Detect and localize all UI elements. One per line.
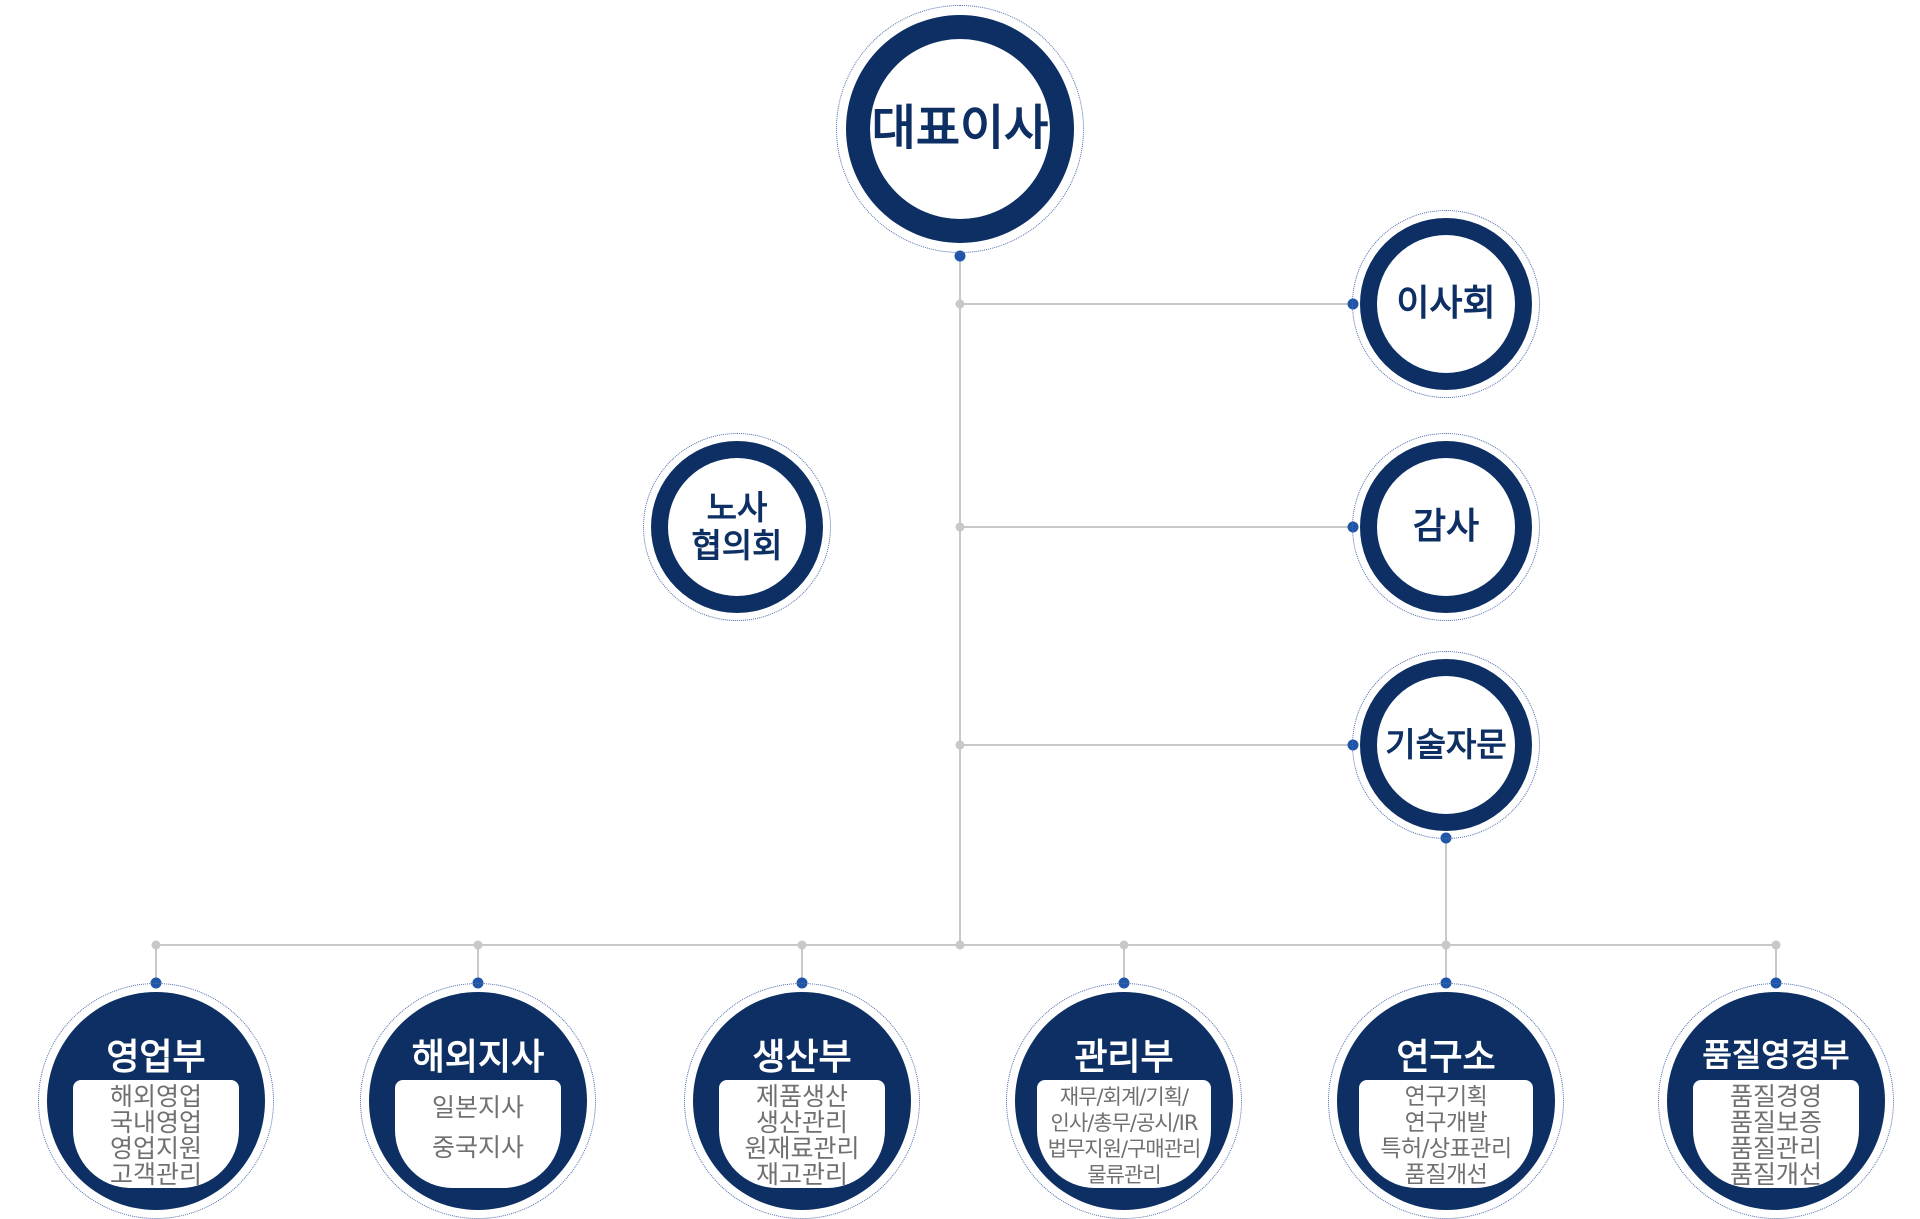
dept-item: 재무/회계/기획/: [1059, 1085, 1189, 1109]
advisory-title: 기술자문: [1385, 725, 1507, 765]
dept-node-sales: 영업부 해외영업 국내영업 영업지원 고객관리: [38, 983, 274, 1219]
dept-list-panel: [719, 1080, 885, 1188]
junction-dot: [151, 940, 161, 950]
audit-node-ring: [1352, 433, 1540, 621]
dept-item: 법무지원/구매관리: [1047, 1137, 1202, 1161]
dept-node-disc: 관리부 재무/회계/기획/ 인사/총무/공시/IR 법무지원/구매관리 물류관리: [1015, 992, 1233, 1210]
audit-node-disc: 감사: [1360, 441, 1532, 613]
dept-item: 품질개선: [1729, 1160, 1822, 1189]
dept-item: 물류관리: [1087, 1163, 1161, 1187]
dept-items: 제품생산 생산관리 원재료관리 재고관리: [693, 1084, 911, 1188]
labor-council-node: 노사 협의회: [643, 433, 831, 621]
dept-title: 해외지사: [411, 1037, 545, 1078]
dept-list-panel: [1037, 1080, 1211, 1188]
ceo-node-ring: [836, 5, 1084, 253]
dept-item: 생산관리: [755, 1108, 848, 1137]
advisory-node-disc: 기술자문: [1360, 659, 1532, 831]
board-node-inner: 이사회: [1377, 235, 1515, 373]
dept-item: 품질경영: [1729, 1082, 1822, 1111]
dept-item: 특허/상표관리: [1380, 1136, 1512, 1162]
ceo-node: 대표이사: [836, 5, 1084, 253]
dept-item: 국내영업: [109, 1108, 202, 1137]
dept-node-disc: 해외지사 일본지사 중국지사: [369, 992, 587, 1210]
dept-items: 일본지사 중국지사: [369, 1088, 587, 1168]
audit-node: 감사: [1352, 433, 1540, 621]
dept-item: 해외영업: [109, 1082, 202, 1111]
junction-dot: [797, 940, 807, 950]
junction-dot: [955, 299, 965, 309]
dept-item: 품질개선: [1404, 1162, 1488, 1188]
ceo-title: 대표이사: [871, 100, 1049, 157]
dept-item: 고객관리: [109, 1160, 202, 1189]
dept-item: 연구기획: [1404, 1084, 1488, 1110]
dept-title: 관리부: [1074, 1037, 1174, 1078]
labor-node-ring: [643, 433, 831, 621]
dept-list-panel: [1359, 1080, 1533, 1188]
dept-item: 재고관리: [755, 1160, 848, 1189]
advisory-node-inner: 기술자문: [1377, 676, 1515, 814]
dept-node-disc: 품질영경부 품질경영 품질보증 품질관리 품질개선: [1667, 992, 1885, 1210]
advisory-node-ring: [1352, 651, 1540, 839]
dept-node-management: 관리부 재무/회계/기획/ 인사/총무/공시/IR 법무지원/구매관리 물류관리: [1006, 983, 1242, 1219]
audit-node-inner: 감사: [1377, 458, 1515, 596]
dept-item: 품질보증: [1729, 1108, 1822, 1137]
ceo-node-disc: 대표이사: [846, 15, 1074, 243]
junction-dot: [955, 940, 965, 950]
dept-item: 중국지사: [431, 1133, 524, 1162]
junction-dot: [1119, 940, 1129, 950]
dept-item: 원재료관리: [744, 1134, 860, 1163]
audit-title: 감사: [1412, 506, 1480, 548]
dept-list-panel: [395, 1080, 561, 1188]
dept-title: 영업부: [106, 1037, 206, 1078]
anchor-dot: [954, 250, 966, 262]
advisory-node: 기술자문: [1352, 651, 1540, 839]
labor-title-line2: 협의회: [691, 526, 783, 565]
junction-dot: [1441, 940, 1451, 950]
board-node-ring: [1352, 210, 1540, 398]
junction-dot: [955, 522, 965, 532]
dept-item: 제품생산: [755, 1082, 848, 1111]
junction-dot: [473, 940, 483, 950]
dept-node-production: 생산부 제품생산 생산관리 원재료관리 재고관리: [684, 983, 920, 1219]
dept-items: 품질경영 품질보증 품질관리 품질개선: [1667, 1084, 1885, 1188]
dept-node-overseas-branch: 해외지사 일본지사 중국지사: [360, 983, 596, 1219]
dept-item: 품질관리: [1729, 1134, 1822, 1163]
dept-node-research-lab: 연구소 연구기획 연구개발 특허/상표관리 품질개선: [1328, 983, 1564, 1219]
labor-title: 노사 협의회: [691, 489, 782, 565]
dept-node-disc: 연구소 연구기획 연구개발 특허/상표관리 품질개선: [1337, 992, 1555, 1210]
board-node-disc: 이사회: [1360, 218, 1532, 390]
dept-title: 연구소: [1396, 1037, 1496, 1078]
dept-list-panel: [73, 1080, 239, 1188]
junction-dot: [1771, 940, 1781, 950]
dept-node-disc: 영업부 해외영업 국내영업 영업지원 고객관리: [47, 992, 265, 1210]
dept-item: 영업지원: [109, 1134, 202, 1163]
dept-list-panel: [1693, 1080, 1859, 1188]
dept-item: 일본지사: [431, 1093, 524, 1122]
dept-node-disc: 생산부 제품생산 생산관리 원재료관리 재고관리: [693, 992, 911, 1210]
board-title: 이사회: [1396, 283, 1496, 325]
dept-title: 품질영경부: [1702, 1036, 1850, 1074]
dept-items: 재무/회계/기획/ 인사/총무/공시/IR 법무지원/구매관리 물류관리: [1015, 1084, 1233, 1188]
dept-items: 해외영업 국내영업 영업지원 고객관리: [47, 1084, 265, 1188]
junction-dot: [955, 740, 965, 750]
labor-title-line1: 노사: [706, 488, 768, 528]
labor-node-disc: 노사 협의회: [651, 441, 823, 613]
board-node: 이사회: [1352, 210, 1540, 398]
dept-node-quality-management: 품질영경부 품질경영 품질보증 품질관리 품질개선: [1658, 983, 1894, 1219]
dept-item: 인사/총무/공시/IR: [1050, 1111, 1199, 1135]
labor-node-inner: 노사 협의회: [668, 458, 806, 596]
ceo-node-inner: 대표이사: [870, 39, 1050, 219]
dept-item: 연구개발: [1404, 1110, 1488, 1136]
dept-title: 생산부: [752, 1037, 852, 1078]
dept-items: 연구기획 연구개발 특허/상표관리 품질개선: [1337, 1084, 1555, 1188]
